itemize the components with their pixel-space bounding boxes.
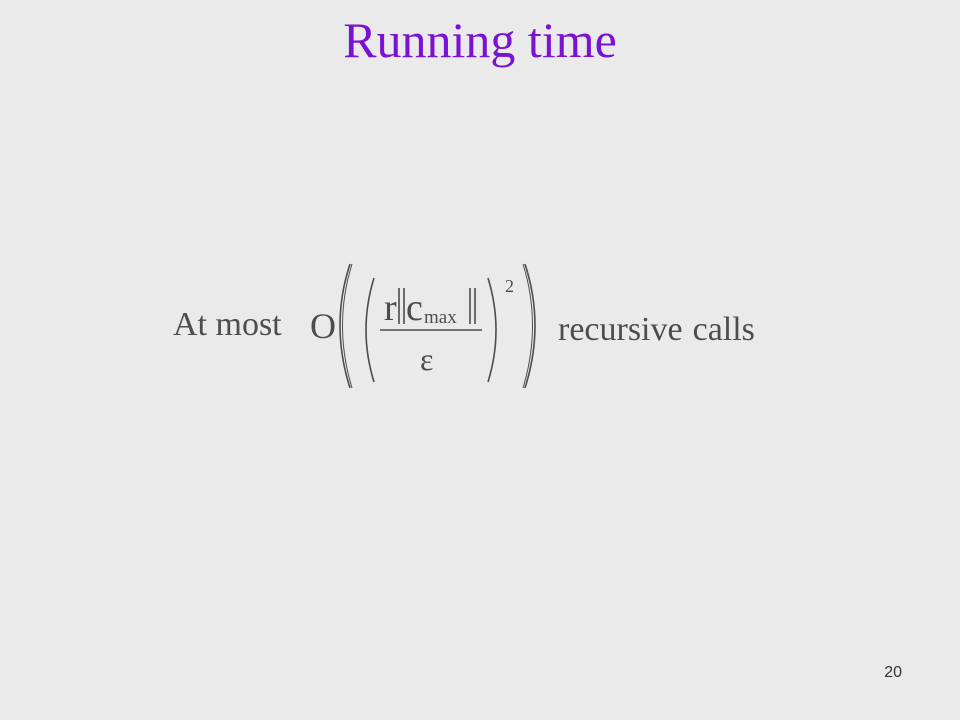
- numerator-r: r: [384, 287, 397, 329]
- page-number: 20: [884, 664, 902, 681]
- inner-right-paren: [487, 277, 497, 383]
- exponent-2: 2: [505, 276, 514, 296]
- outer-right-paren: [524, 263, 536, 389]
- trail-word-recursive: recursive: [558, 311, 683, 348]
- lead-text: At most: [173, 306, 282, 343]
- formula-big-o: O: [310, 306, 336, 346]
- inner-left-paren: [365, 277, 375, 383]
- numerator-c: c: [406, 287, 423, 329]
- denominator-epsilon: ε: [420, 341, 433, 377]
- trail-word-calls: calls: [692, 311, 755, 348]
- slide-title: Running time: [343, 12, 617, 68]
- outer-left-paren: [339, 263, 351, 389]
- subscript-max: max: [424, 307, 457, 328]
- formula: O r c max ε 2: [310, 263, 536, 389]
